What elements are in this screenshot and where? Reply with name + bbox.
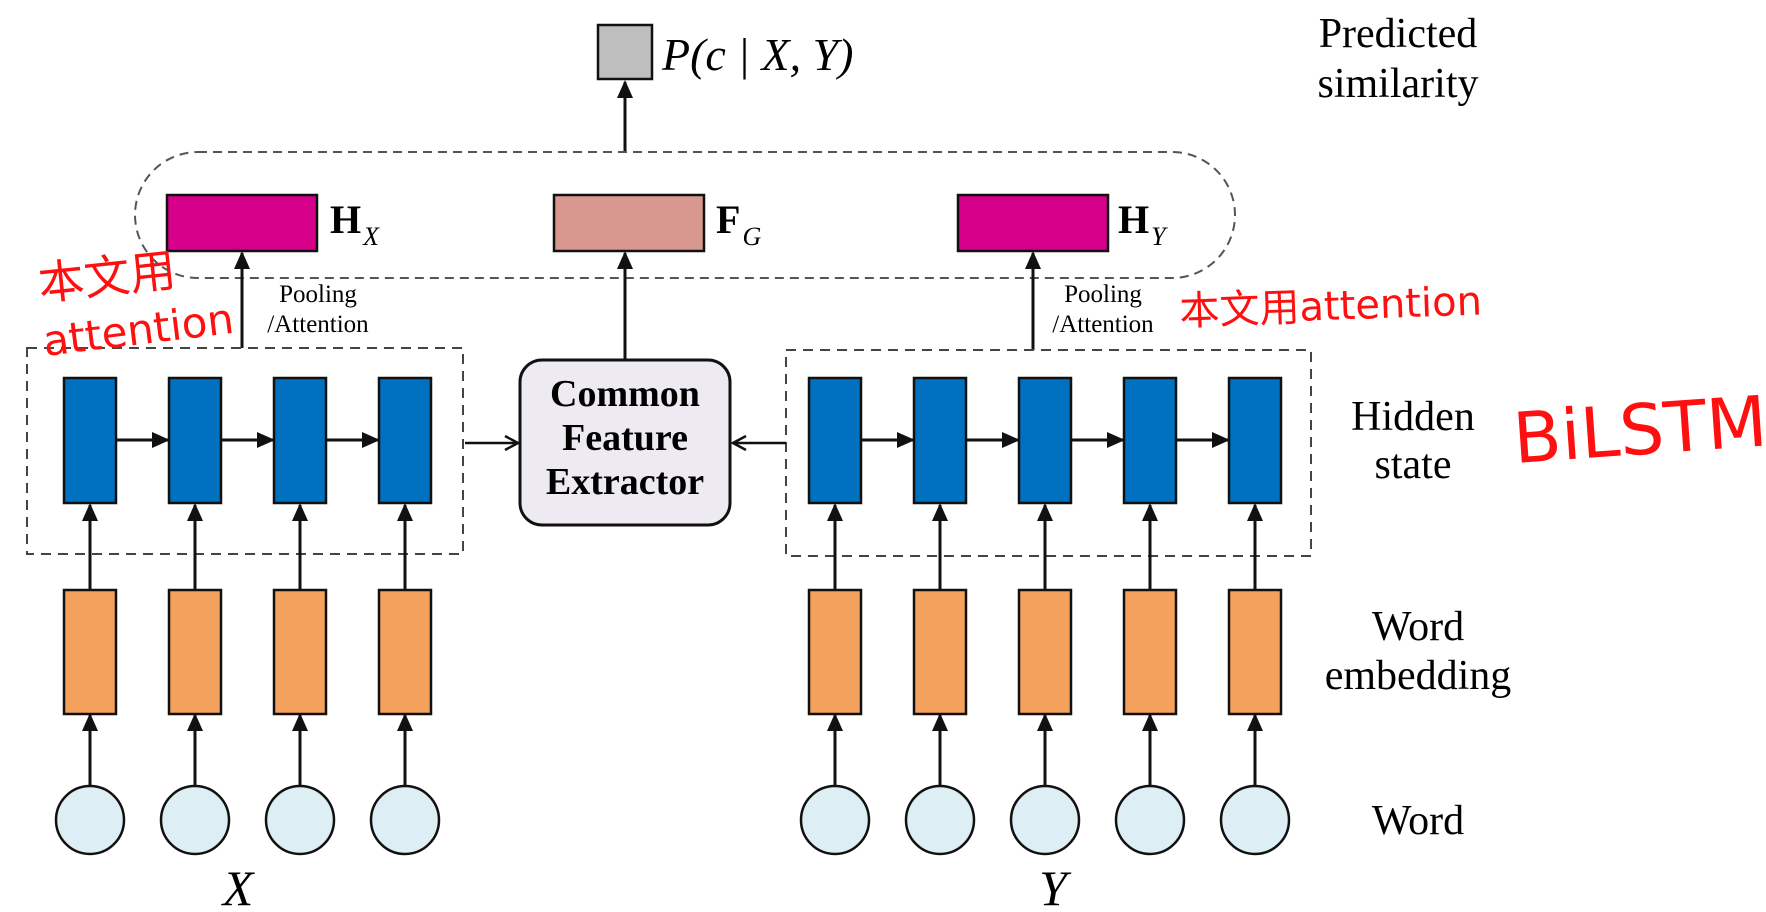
hy-label: HY (1118, 197, 1168, 251)
right-embedding-box (1017, 588, 1073, 716)
fg-label: FG (716, 197, 761, 251)
left-sequence (54, 376, 441, 856)
right-embedding-box (1122, 588, 1178, 716)
extractor-label-line3: Extractor (546, 461, 704, 503)
hx-label: HX (330, 197, 380, 251)
right-annotation: 本文用attention (1179, 278, 1483, 335)
right-embedding-box (807, 588, 863, 716)
word-label: Word (1372, 798, 1464, 844)
left-embedding-box (272, 588, 328, 716)
right-hidden-box (912, 376, 968, 505)
right-sequence (799, 376, 1291, 856)
feature-group-outline (134, 151, 1236, 279)
right-word-node (904, 784, 976, 856)
common-feature-extractor-box (518, 358, 732, 527)
right-word-node (799, 784, 871, 856)
left-pooling-label-line1: Pooling (279, 281, 357, 308)
right-hidden-box (1122, 376, 1178, 505)
hidden-state-label-line1: Hidden (1351, 394, 1475, 440)
extractor-label-line2: Feature (562, 417, 688, 459)
right-hidden-box (807, 376, 863, 505)
left-hidden-box (62, 376, 118, 505)
right-embedding-box (912, 588, 968, 716)
bilstm-annotation: BiLSTM (1510, 380, 1766, 480)
input-x-label: X (221, 860, 256, 912)
left-embedding-box (167, 588, 223, 716)
right-hidden-box (1227, 376, 1283, 505)
left-hidden-box (167, 376, 223, 505)
left-embedding-box (62, 588, 118, 716)
right-word-node (1219, 784, 1291, 856)
hidden-state-label-line2: state (1375, 442, 1452, 488)
left-hidden-group-outline (26, 347, 464, 555)
right-word-node (1009, 784, 1081, 856)
word-embedding-label-line2: embedding (1325, 653, 1512, 699)
hy-vector (956, 193, 1110, 253)
hx-vector (165, 193, 319, 253)
left-word-node (264, 784, 336, 856)
predicted-similarity-label-line2: similarity (1318, 61, 1479, 107)
left-word-node (369, 784, 441, 856)
left-word-node (159, 784, 231, 856)
right-word-node (1114, 784, 1186, 856)
right-hidden-box (1017, 376, 1073, 505)
right-pooling-label-line1: Pooling (1064, 281, 1142, 308)
predicted-similarity-label-line1: Predicted (1319, 11, 1478, 57)
left-annotation-line1: 本文用 (36, 243, 179, 311)
word-embedding-label-line1: Word (1372, 604, 1464, 650)
left-hidden-box (377, 376, 433, 505)
input-y-label: Y (1039, 860, 1072, 912)
left-word-node (54, 784, 126, 856)
right-embedding-box (1227, 588, 1283, 716)
fg-vector (552, 193, 706, 253)
left-hidden-box (272, 376, 328, 505)
output-probability-box (596, 23, 654, 81)
output-expression: P(c | X, Y) (661, 29, 853, 80)
extractor-label-line1: Common (550, 373, 700, 415)
left-embedding-box (377, 588, 433, 716)
right-hidden-group-outline (785, 349, 1312, 557)
left-pooling-label-line2: /Attention (267, 311, 369, 338)
right-pooling-label-line2: /Attention (1052, 311, 1154, 338)
